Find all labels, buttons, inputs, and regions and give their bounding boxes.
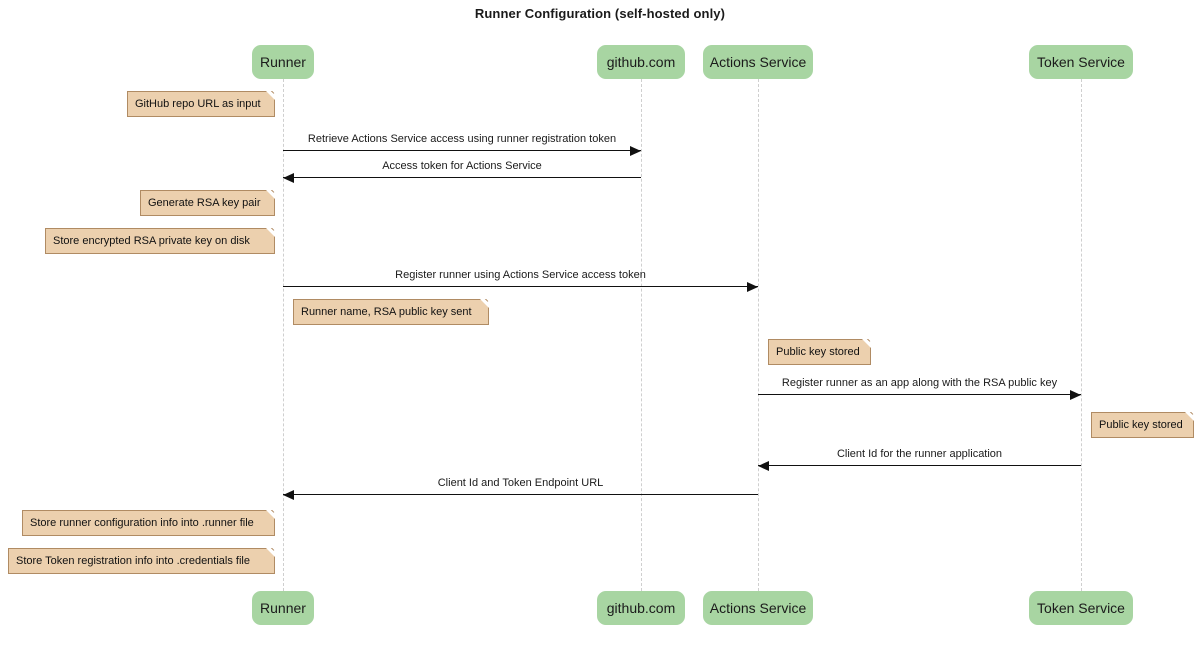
message-line-4: [758, 465, 1081, 466]
note: Store encrypted RSA private key on disk: [45, 228, 275, 254]
note-fold-edge-icon: [1184, 412, 1194, 422]
participant-label: Actions Service: [709, 600, 807, 616]
note-text: Store runner configuration info into .ru…: [30, 517, 254, 529]
message-line-3: [758, 394, 1081, 395]
note-fold-edge-icon: [265, 91, 275, 101]
message-label-3: Register runner as an app along with the…: [781, 377, 1058, 389]
message-arrowhead-2: [747, 282, 758, 292]
note-text: GitHub repo URL as input: [135, 98, 261, 110]
participant-label: Runner: [260, 54, 306, 70]
note: Generate RSA key pair: [140, 190, 275, 216]
note: Store runner configuration info into .ru…: [22, 510, 275, 536]
message-label-0: Retrieve Actions Service access using ru…: [307, 133, 617, 145]
note-fold-edge-icon: [265, 510, 275, 520]
participant-label: Token Service: [1037, 54, 1125, 70]
participant-token-service-top[interactable]: Token Service: [1029, 45, 1133, 79]
message-arrowhead-4: [758, 461, 769, 471]
participant-label: Runner: [260, 600, 306, 616]
message-arrowhead-1: [283, 173, 294, 183]
participant-github-com-bottom[interactable]: github.com: [597, 591, 685, 625]
lifeline-token-service: [1081, 79, 1082, 591]
note: Public key stored: [1091, 412, 1194, 438]
page-title: Runner Configuration (self-hosted only): [474, 6, 726, 21]
note-text: Store Token registration info into .cred…: [16, 555, 250, 567]
participant-actions-service-bottom[interactable]: Actions Service: [703, 591, 813, 625]
note: Runner name, RSA public key sent: [293, 299, 489, 325]
message-line-0: [283, 150, 641, 151]
note-text: Generate RSA key pair: [148, 197, 261, 209]
note: GitHub repo URL as input: [127, 91, 275, 117]
note: Public key stored: [768, 339, 871, 365]
note-text: Store encrypted RSA private key on disk: [53, 235, 250, 247]
message-arrowhead-3: [1070, 390, 1081, 400]
message-line-2: [283, 286, 758, 287]
note-text: Runner name, RSA public key sent: [301, 306, 472, 318]
message-label-4: Client Id for the runner application: [836, 448, 1003, 460]
participant-token-service-bottom[interactable]: Token Service: [1029, 591, 1133, 625]
message-label-1: Access token for Actions Service: [382, 160, 542, 172]
note-fold-edge-icon: [265, 548, 275, 558]
participant-label: Actions Service: [709, 54, 807, 70]
message-label-2: Register runner using Actions Service ac…: [395, 269, 646, 281]
message-arrowhead-0: [630, 146, 641, 156]
lifeline-github-com: [641, 79, 642, 591]
participant-label: github.com: [606, 600, 676, 616]
participant-github-com-top[interactable]: github.com: [597, 45, 685, 79]
note-fold-edge-icon: [479, 299, 489, 309]
participant-label: Token Service: [1037, 600, 1125, 616]
message-line-1: [283, 177, 641, 178]
participant-actions-service-top[interactable]: Actions Service: [703, 45, 813, 79]
message-label-5: Client Id and Token Endpoint URL: [437, 477, 604, 489]
note: Store Token registration info into .cred…: [8, 548, 275, 574]
participant-runner-bottom[interactable]: Runner: [252, 591, 314, 625]
note-text: Public key stored: [1099, 419, 1183, 431]
message-line-5: [283, 494, 758, 495]
note-text: Public key stored: [776, 346, 860, 358]
message-arrowhead-5: [283, 490, 294, 500]
lifeline-runner: [283, 79, 284, 591]
note-fold-edge-icon: [861, 339, 871, 349]
participant-label: github.com: [606, 54, 676, 70]
note-fold-edge-icon: [265, 228, 275, 238]
participant-runner-top[interactable]: Runner: [252, 45, 314, 79]
lifeline-actions-service: [758, 79, 759, 591]
note-fold-edge-icon: [265, 190, 275, 200]
